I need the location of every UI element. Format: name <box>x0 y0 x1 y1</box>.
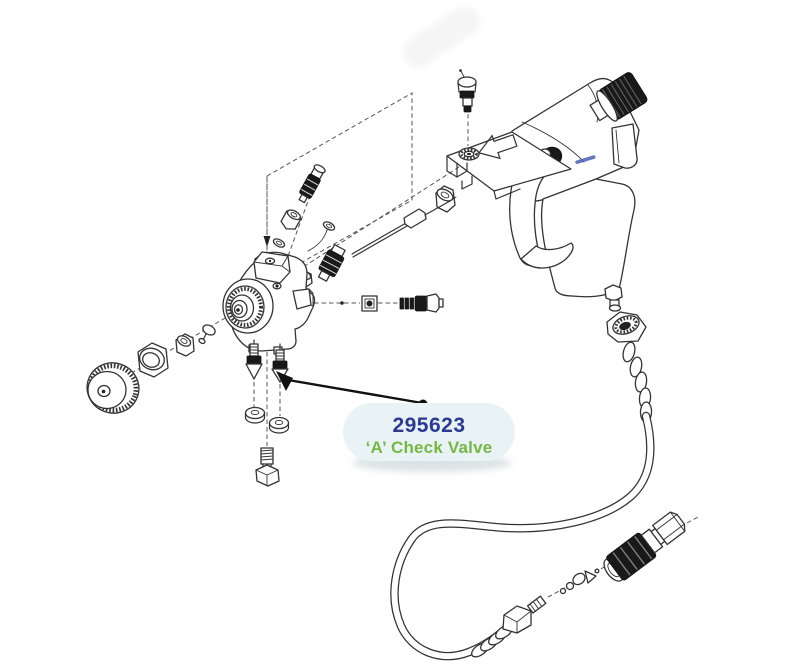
nut <box>280 209 302 230</box>
leader-line <box>287 378 423 405</box>
part-callout: 295623 ‘A’ Check Valve <box>276 371 515 472</box>
retaining-bolt <box>255 447 280 487</box>
quick-coupler <box>603 511 686 582</box>
gun-body <box>446 72 648 298</box>
trigger-hook <box>520 242 574 269</box>
needle <box>351 196 457 258</box>
gun-inlet-fitting <box>604 284 623 312</box>
side-port-boss <box>292 288 314 310</box>
gun-brand-marking <box>575 155 596 165</box>
side-check-valve <box>399 293 444 313</box>
front-bearing <box>222 278 274 334</box>
side-port-parts <box>340 293 444 313</box>
check-valve-port <box>458 147 480 161</box>
o-ring-small <box>307 221 336 252</box>
gasket-washer <box>244 406 266 424</box>
needle-packing-assembly <box>297 185 457 288</box>
fluid-head <box>222 251 316 355</box>
air-cap-assembly <box>86 324 216 414</box>
fan-adjust-knob <box>589 72 648 122</box>
hose-end-nut <box>502 595 547 634</box>
retaining-ring <box>137 342 169 378</box>
check-valve-b <box>244 339 266 424</box>
front-mount-plate <box>446 131 572 200</box>
faint-smudge <box>402 6 480 68</box>
gasket-washer <box>268 416 290 434</box>
coupler-detent-parts <box>559 568 600 595</box>
check-valve-cartridge <box>298 164 326 204</box>
valve-washer <box>198 324 216 345</box>
whip-hose-assembly <box>390 284 701 661</box>
top-check-valve-assembly <box>272 164 326 248</box>
grip <box>540 178 636 298</box>
hose <box>390 411 655 661</box>
o-ring <box>272 238 286 248</box>
lower-check-valves <box>244 339 290 487</box>
hose-nut-top <box>606 311 647 343</box>
axis-arrowhead <box>263 236 271 247</box>
part-name-label[interactable]: ‘A’ Check Valve <box>366 438 493 457</box>
check-valve-a[interactable] <box>268 343 290 434</box>
callout-bubble[interactable] <box>343 403 515 461</box>
air-cap <box>86 362 140 414</box>
reference-plane <box>263 92 413 283</box>
flow-direction-arrow-icon <box>477 134 518 160</box>
part-number-label[interactable]: 295623 <box>392 414 465 437</box>
strain-relief-top <box>622 341 653 423</box>
leader-arrowhead <box>276 371 293 391</box>
packing-nut-front <box>175 333 195 357</box>
head-top-block <box>253 251 291 290</box>
top-check-valve-screw <box>457 69 477 113</box>
